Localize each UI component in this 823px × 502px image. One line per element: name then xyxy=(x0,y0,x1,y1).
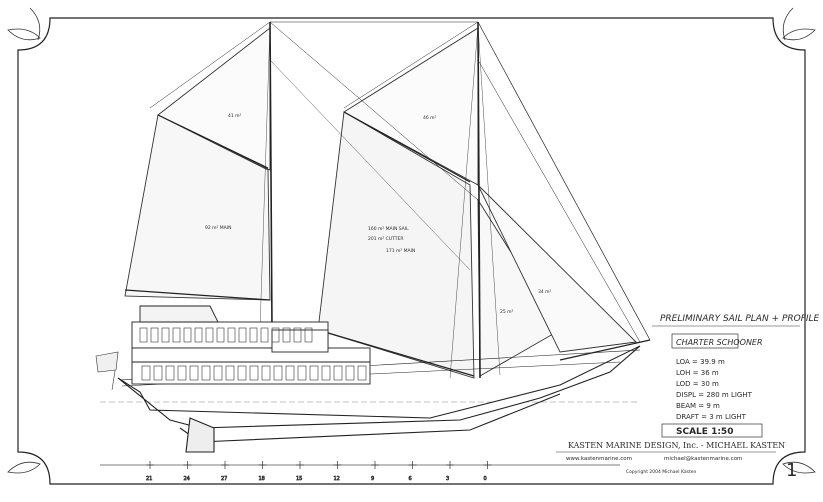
upper-window xyxy=(271,327,280,343)
spec-lod: LOD = 30 m xyxy=(676,380,719,388)
station-label: 0 xyxy=(484,476,487,482)
ensign-flag xyxy=(95,351,119,391)
upper-window xyxy=(260,327,269,343)
lower-window xyxy=(225,365,235,381)
station-label: 9 xyxy=(371,476,374,482)
main-mast xyxy=(477,21,481,379)
lower-window xyxy=(165,365,175,381)
station-scale: 21 24 27 18 15 12 9 6 3 0 xyxy=(146,461,492,482)
foresail xyxy=(124,114,271,301)
foresail-area: 92 m² MAIN xyxy=(205,225,231,231)
main-topsail-area: 46 m² xyxy=(423,115,437,121)
fore-topsail-area: 41 m² xyxy=(228,113,242,119)
firm-name: KASTEN MARINE DESIGN, Inc. - MICHAEL KAS… xyxy=(568,441,785,450)
sails xyxy=(124,27,637,379)
upper-window xyxy=(227,327,236,343)
lower-window xyxy=(345,365,355,381)
scale-label: SCALE 1:50 xyxy=(676,427,733,437)
lower-window xyxy=(189,365,199,381)
upper-window xyxy=(282,327,291,343)
lower-window xyxy=(273,365,283,381)
sheet-title: PRELIMINARY SAIL PLAN + PROFILE xyxy=(660,314,820,324)
pilothouse xyxy=(271,329,329,353)
station-label: 15 xyxy=(296,476,302,482)
lower-window xyxy=(333,365,343,381)
station-label: 24 xyxy=(184,476,190,482)
title-block: PRELIMINARY SAIL PLAN + PROFILE CHARTER … xyxy=(556,314,820,481)
station-label: 3 xyxy=(446,476,449,482)
spec-displ: DISPL = 280 m LIGHT xyxy=(676,391,753,399)
lower-window xyxy=(153,365,163,381)
upper-window xyxy=(293,327,302,343)
upper-window xyxy=(139,327,148,343)
station-label: 21 xyxy=(146,476,152,482)
mainsail-area: 160 m² MAIN SAIL xyxy=(368,226,409,232)
corner-ornaments xyxy=(7,7,816,474)
vessel-name: CHARTER SCHOONER xyxy=(676,338,763,347)
lower-window xyxy=(321,365,331,381)
sheet-border xyxy=(17,17,806,485)
station-label: 12 xyxy=(334,476,340,482)
spec-loa: LOA = 39.9 m xyxy=(676,358,725,366)
sail-annotations: 41 m² 46 m² 92 m² MAIN 160 m² MAIN SAIL … xyxy=(205,113,552,315)
lower-window xyxy=(297,365,307,381)
fore-gaff xyxy=(157,114,269,169)
mainsail-alt-area: 171 m² MAIN xyxy=(386,248,415,254)
fore-mast xyxy=(269,21,273,331)
lower-window xyxy=(261,365,271,381)
firm-email: michael@kastenmarine.com xyxy=(664,456,742,462)
upper-window xyxy=(304,327,313,343)
lower-window xyxy=(201,365,211,381)
staysail-area: 34 m² xyxy=(538,289,552,295)
upper-window xyxy=(183,327,192,343)
jib xyxy=(477,184,637,353)
station-label: 27 xyxy=(221,476,227,482)
mainsail xyxy=(317,111,475,379)
spec-beam: BEAM = 9 m xyxy=(676,402,720,410)
spec-loh: LOH = 36 m xyxy=(676,369,719,377)
firm-website: www.kastenmarine.com xyxy=(566,456,632,462)
lower-window xyxy=(237,365,247,381)
upper-window xyxy=(150,327,159,343)
spec-draft: DRAFT = 3 m LIGHT xyxy=(676,413,747,421)
station-label: 6 xyxy=(409,476,412,482)
upper-window xyxy=(216,327,225,343)
bowsprit xyxy=(559,339,651,361)
main-boom xyxy=(317,329,475,377)
lower-window xyxy=(249,365,259,381)
jib-area: 25 m² xyxy=(500,309,514,315)
lower-window xyxy=(141,365,151,381)
deckhouse-windows xyxy=(139,327,367,381)
station-label: 18 xyxy=(259,476,265,482)
main-gaff xyxy=(343,111,471,183)
lower-window xyxy=(177,365,187,381)
sheet-number: 1 xyxy=(786,460,797,481)
upper-window xyxy=(172,327,181,343)
upper-window xyxy=(161,327,170,343)
lower-window xyxy=(357,365,367,381)
mainsail-cutter-area: 201 m² CUTTER xyxy=(368,236,403,242)
lower-window xyxy=(285,365,295,381)
rigging xyxy=(124,21,651,379)
rudder xyxy=(185,417,215,453)
upper-window xyxy=(249,327,258,343)
upper-window xyxy=(194,327,203,343)
deckhouse xyxy=(131,305,371,385)
upper-window xyxy=(238,327,247,343)
fore-boom xyxy=(124,289,271,301)
upper-window xyxy=(205,327,214,343)
copyright: Copyright 2004 Michael Kasten xyxy=(626,469,696,475)
lower-window xyxy=(213,365,223,381)
lower-window xyxy=(309,365,319,381)
